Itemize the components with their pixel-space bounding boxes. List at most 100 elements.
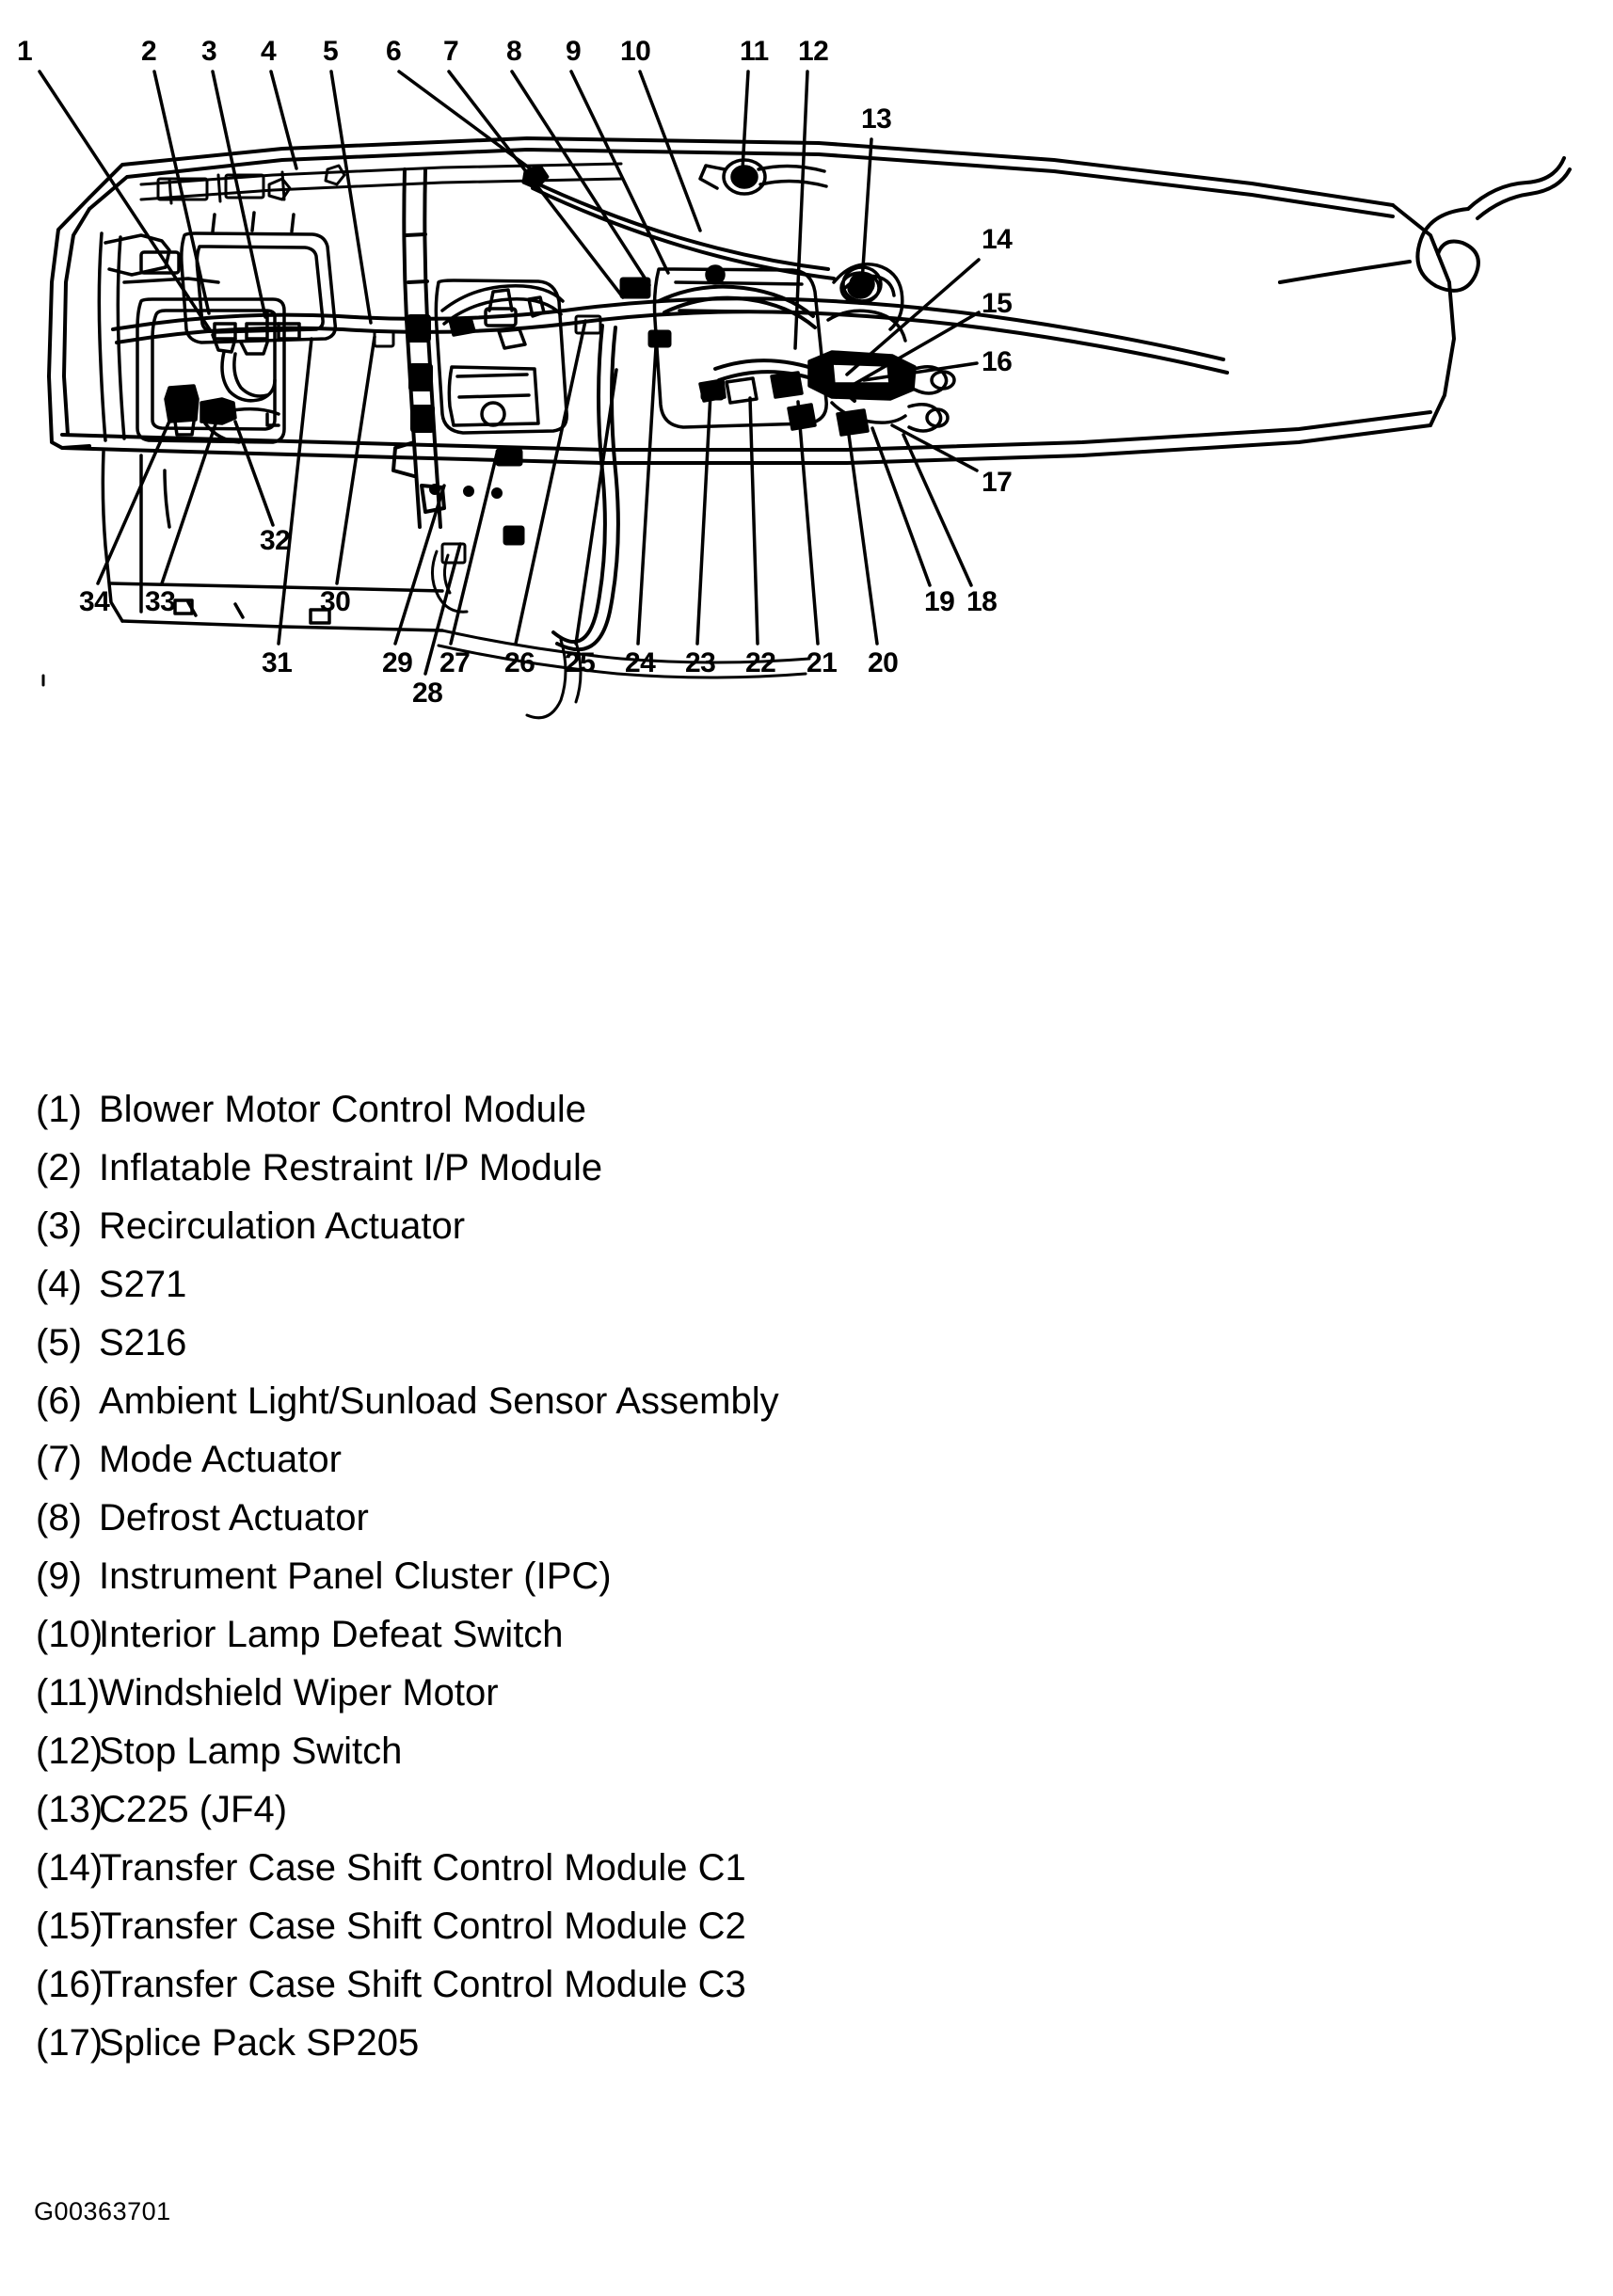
legend-item-number: (8): [36, 1497, 82, 1539]
callout-leader-lines: [38, 70, 981, 676]
leader-line-3: [211, 70, 267, 319]
callout-number-17: 17: [982, 467, 1013, 498]
legend-item-number: (9): [36, 1555, 82, 1597]
leader-line-4: [269, 70, 298, 170]
legend-item-label: Defrost Actuator: [99, 1497, 369, 1539]
callout-number-32: 32: [260, 525, 291, 556]
legend-item-label: Interior Lamp Defeat Switch: [99, 1614, 564, 1655]
legend-item: (13)C225 (JF4): [0, 1780, 1613, 1839]
leader-line-8: [510, 70, 651, 287]
legend-item-label: Instrument Panel Cluster (IPC): [99, 1555, 612, 1597]
wiper-motor: [698, 158, 828, 196]
legend-item: (12)Stop Lamp Switch: [0, 1722, 1613, 1780]
leader-line-5: [329, 70, 373, 325]
legend-item-label: S216: [99, 1322, 187, 1363]
legend-item-label: S271: [99, 1264, 187, 1305]
legend-item-number: (13): [36, 1789, 104, 1830]
legend-item-label: Transfer Case Shift Control Module C1: [99, 1847, 746, 1889]
legend-item-number: (10): [36, 1614, 104, 1655]
legend-item-label: Transfer Case Shift Control Module C2: [99, 1905, 746, 1947]
leader-line-11: [741, 70, 750, 171]
legend-item-number: (6): [36, 1380, 82, 1422]
callout-number-6: 6: [386, 36, 402, 67]
legend-item: (1)Blower Motor Control Module: [0, 1080, 1613, 1139]
legend-item-label: Stop Lamp Switch: [99, 1730, 403, 1772]
legend-item-label: Transfer Case Shift Control Module C3: [99, 1964, 746, 2005]
callout-number-5: 5: [323, 36, 339, 67]
leader-line-13: [860, 137, 873, 284]
callout-number-7: 7: [443, 36, 459, 67]
callout-number-8: 8: [506, 36, 522, 67]
callout-number-19: 19: [924, 586, 955, 617]
lower-floor-edges: [437, 629, 811, 720]
legend-item-label: Mode Actuator: [99, 1439, 342, 1480]
legend-item-number: (1): [36, 1089, 82, 1130]
leader-line-12: [793, 70, 809, 350]
legend-item-number: (15): [36, 1905, 104, 1947]
legend-item: (11)Windshield Wiper Motor: [0, 1664, 1613, 1722]
leader-line-10: [638, 70, 702, 232]
legend-item: (16)Transfer Case Shift Control Module C…: [0, 1955, 1613, 2014]
callout-number-21: 21: [806, 647, 838, 678]
callout-number-4: 4: [261, 36, 277, 67]
legend-item: (14)Transfer Case Shift Control Module C…: [0, 1839, 1613, 1897]
legend-item-number: (4): [36, 1264, 82, 1305]
legend-item-number: (5): [36, 1322, 82, 1363]
callout-number-2: 2: [141, 36, 157, 67]
ip-reinforcement-beam: [391, 167, 503, 529]
leader-line-29: [393, 484, 446, 646]
legend-item-number: (14): [36, 1847, 104, 1889]
callout-number-30: 30: [320, 586, 351, 617]
legend-item: (7) Mode Actuator: [0, 1430, 1613, 1489]
legend-item-label: Splice Pack SP205: [99, 2022, 420, 2064]
callout-number-29: 29: [382, 647, 413, 678]
legend-item-number: (3): [36, 1205, 82, 1247]
callout-number-27: 27: [439, 647, 471, 678]
legend-item-label: Ambient Light/Sunload Sensor Assembly: [99, 1380, 779, 1422]
leader-line-26: [514, 319, 587, 646]
legend-item: (15)Transfer Case Shift Control Module C…: [0, 1897, 1613, 1955]
leader-line-16: [862, 361, 979, 382]
callout-number-1: 1: [17, 36, 33, 67]
leader-line-17: [890, 423, 979, 472]
callout-number-9: 9: [566, 36, 582, 67]
legend-item: (4) S271: [0, 1255, 1613, 1314]
legend-item: (5) S216: [0, 1314, 1613, 1372]
leader-line-23: [695, 391, 712, 646]
center-hvac-housing: [434, 279, 568, 435]
legend-item-number: (11): [36, 1672, 101, 1714]
legend-item-number: (16): [36, 1964, 104, 2005]
legend-item: (3)Recirculation Actuator: [0, 1197, 1613, 1255]
left-connector-blocks: [164, 384, 280, 444]
legend-item-number: (7): [36, 1439, 82, 1480]
callout-number-33: 33: [145, 586, 176, 617]
callout-number-16: 16: [982, 346, 1013, 377]
leader-line-21: [796, 400, 820, 646]
callout-number-20: 20: [868, 647, 899, 678]
callout-number-11: 11: [740, 36, 769, 67]
callout-number-24: 24: [625, 647, 656, 678]
leader-line-14: [845, 258, 981, 376]
legend-item: (8) Defrost Actuator: [0, 1489, 1613, 1547]
legend-item: (6) Ambient Light/Sunload Sensor Assembly: [0, 1372, 1613, 1430]
coil-cable-detail: [1278, 156, 1572, 293]
small-connectors-clips: [373, 164, 725, 614]
legend-item: (10)Interior Lamp Defeat Switch: [0, 1605, 1613, 1664]
leader-line-30: [335, 335, 376, 585]
callout-number-18: 18: [966, 586, 998, 617]
leader-line-31: [277, 337, 313, 646]
hvac-module-case: [180, 211, 338, 403]
leader-line-7: [447, 70, 625, 299]
leader-line-24: [636, 329, 659, 646]
instrument-panel-line-drawing: [38, 70, 1572, 720]
legend-item-label: C225 (JF4): [99, 1789, 288, 1830]
callout-number-31: 31: [262, 647, 293, 678]
callout-number-12: 12: [798, 36, 829, 67]
callout-number-25: 25: [565, 647, 596, 678]
legend-item: (2)Inflatable Restraint I/P Module: [0, 1139, 1613, 1197]
callout-number-3: 3: [201, 36, 217, 67]
leader-line-15: [853, 311, 981, 386]
callout-number-23: 23: [685, 647, 716, 678]
leader-line-1: [38, 70, 213, 333]
